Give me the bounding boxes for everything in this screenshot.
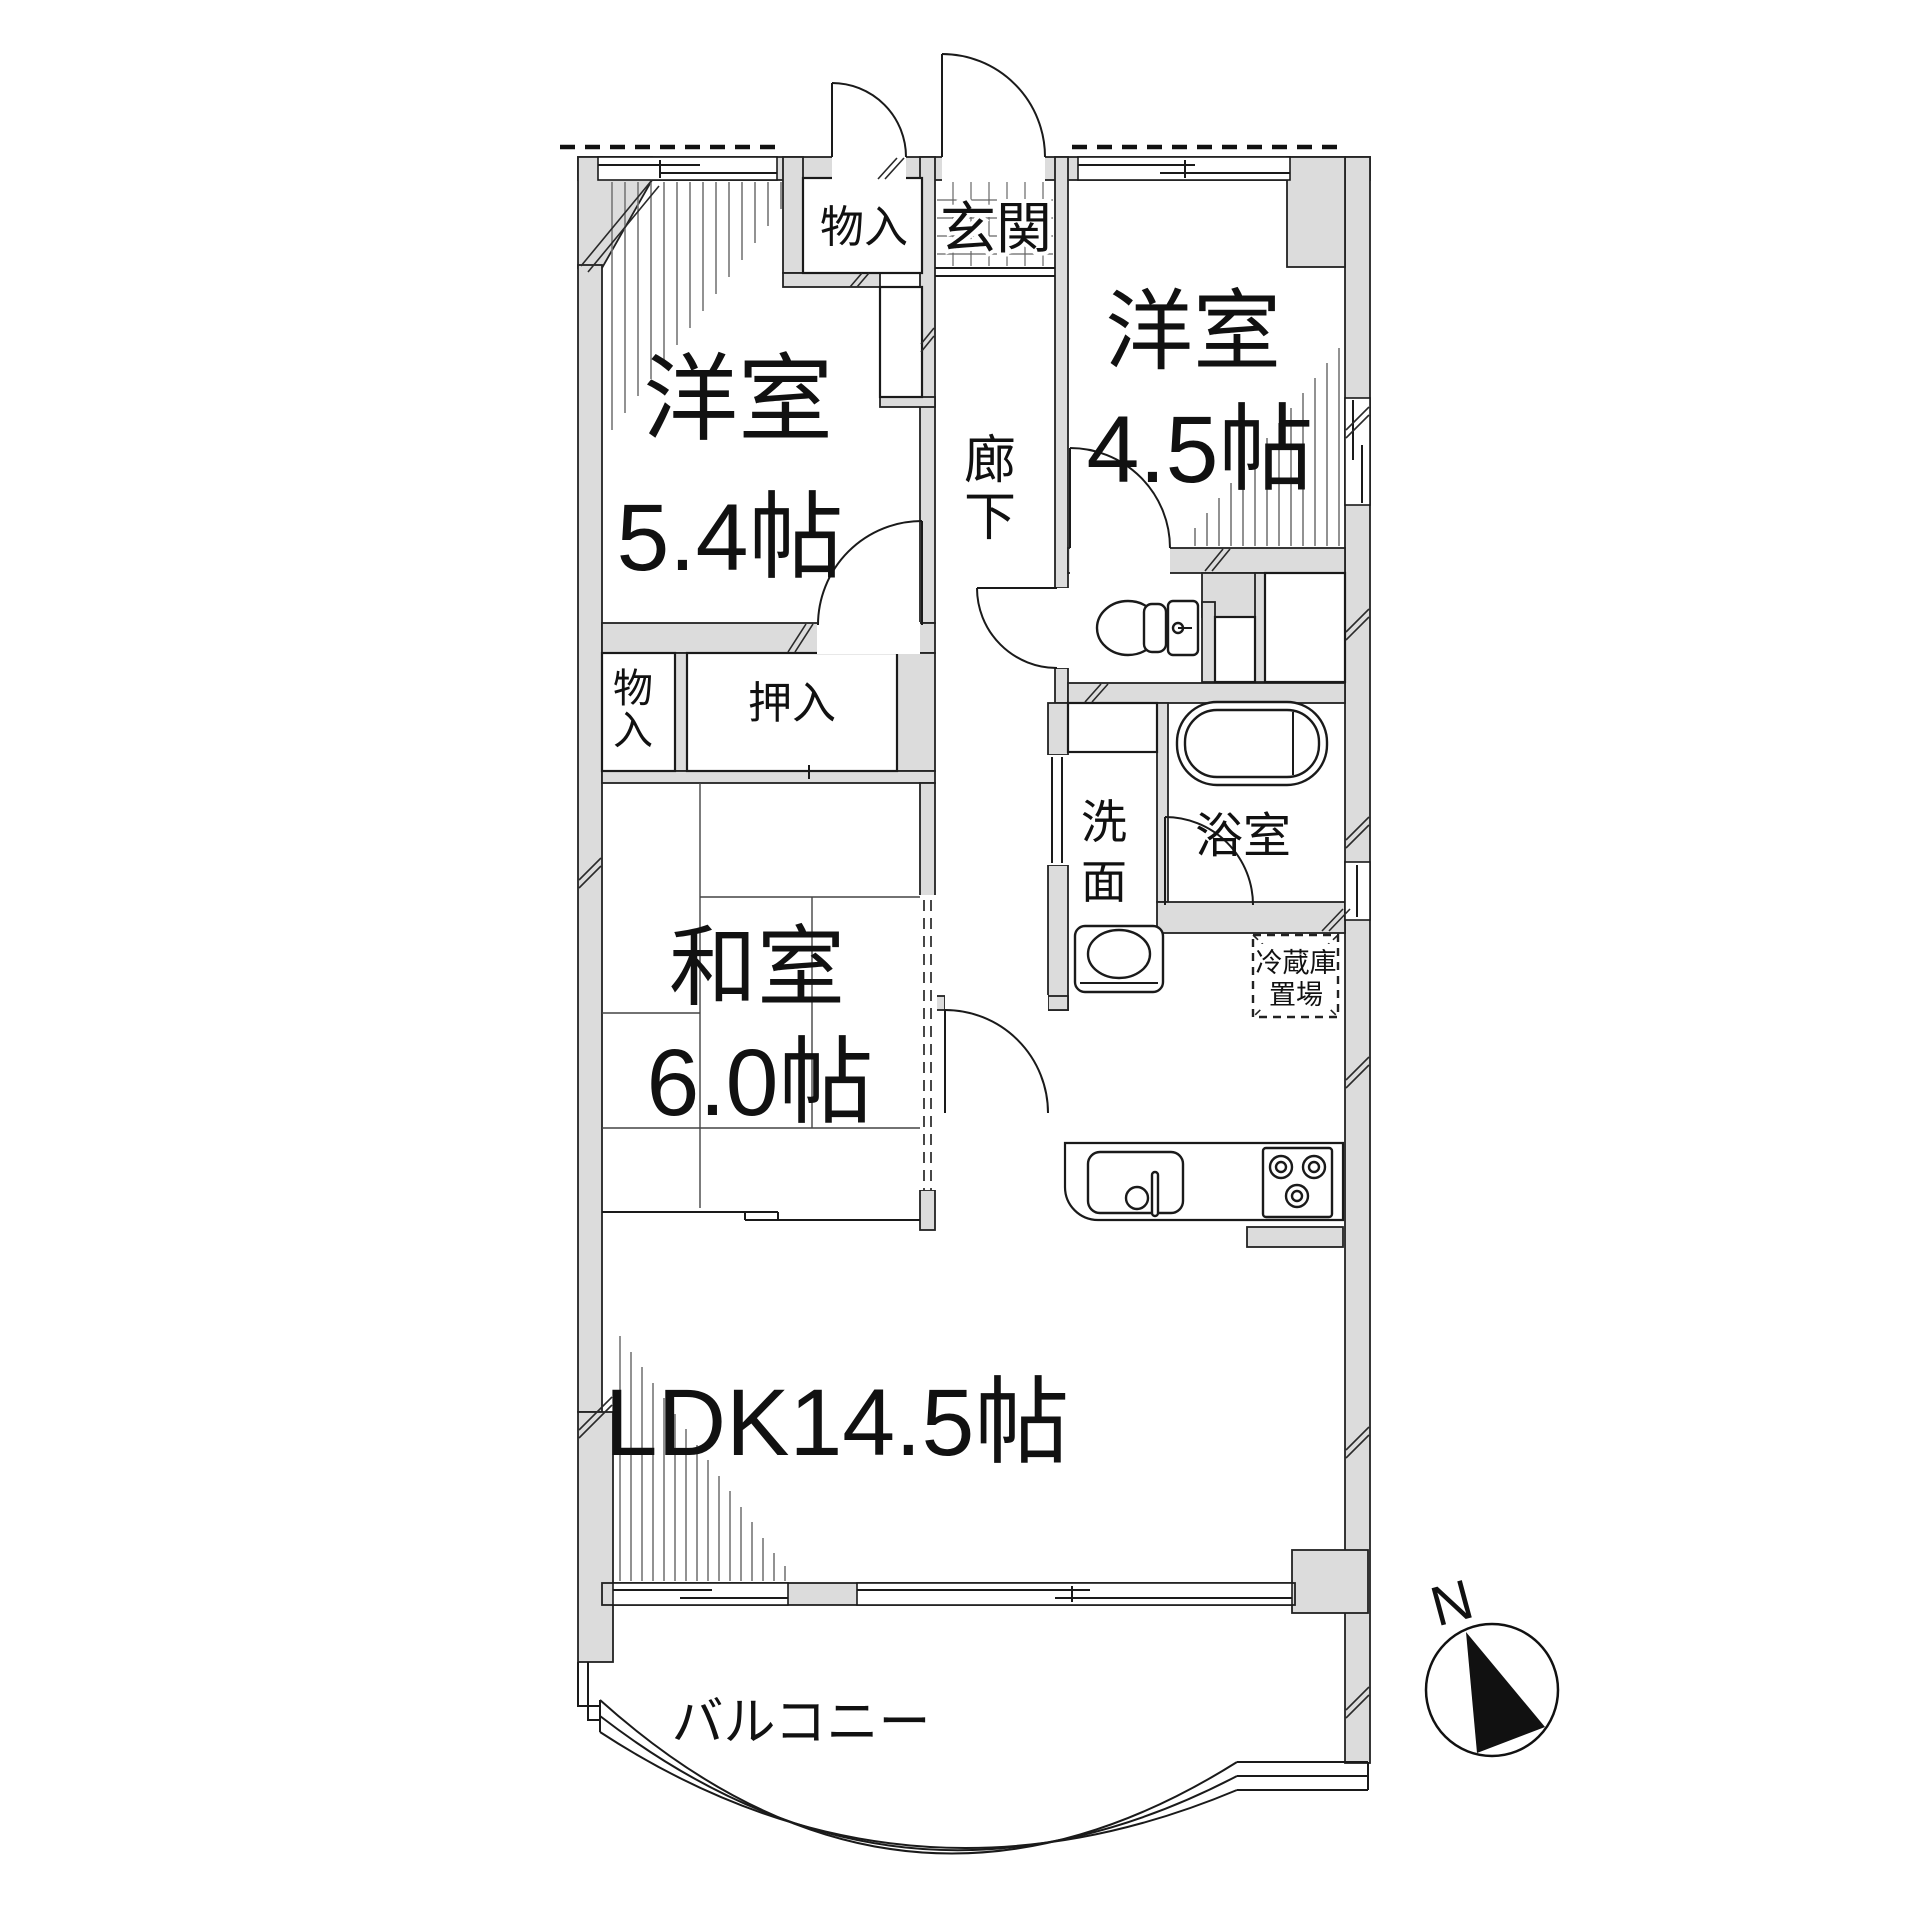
door-swings bbox=[817, 53, 1254, 1190]
fridge-label-line2: 置場 bbox=[1269, 980, 1323, 1010]
stove-icon bbox=[1261, 1146, 1334, 1219]
windows bbox=[597, 156, 1371, 1606]
compass-needle bbox=[1466, 1632, 1545, 1753]
niche-box bbox=[878, 285, 924, 399]
corridor-label-2: 下 bbox=[964, 489, 1016, 547]
fridge-label-line1: 冷蔵庫 bbox=[1256, 948, 1337, 978]
oshiire-box bbox=[685, 651, 899, 773]
room1-door bbox=[817, 520, 923, 626]
window-top-left bbox=[597, 156, 778, 181]
compass-icon: N bbox=[1424, 1567, 1560, 1758]
room3-size-label: 6.0帖 bbox=[646, 1030, 873, 1136]
comb-lines-ldk bbox=[619, 1336, 786, 1581]
entrance-door bbox=[941, 53, 1046, 158]
japanese-room-ldk-sliding-door bbox=[602, 1211, 920, 1221]
window-balcony-left bbox=[612, 1582, 789, 1606]
washroom-label-1: 洗 bbox=[1081, 796, 1127, 848]
entrance-tiles bbox=[937, 182, 1053, 266]
room2-name-label: 洋室 bbox=[1105, 282, 1281, 381]
room2-door bbox=[1069, 447, 1171, 549]
storage-top-box bbox=[801, 176, 924, 275]
toilet-door bbox=[976, 587, 1058, 669]
washroom-label-2: 面 bbox=[1081, 856, 1127, 908]
pipe-space-large bbox=[1263, 571, 1347, 684]
window-right-wall bbox=[1344, 397, 1371, 506]
bathtub-icon bbox=[1175, 700, 1329, 787]
refrigerator-space: 冷蔵庫 置場 bbox=[1251, 933, 1340, 1019]
room3-name-label: 和室 bbox=[669, 918, 845, 1017]
room1-size-label: 5.4帖 bbox=[616, 485, 843, 591]
washbasin-icon bbox=[1073, 924, 1165, 994]
storage-boxes bbox=[600, 176, 1347, 773]
storage-top-label: 物入 bbox=[820, 203, 908, 252]
room-labels: 洋室 5.4帖 洋室 4.5帖 和室 6.0帖 LDK14.5帖 玄関 物入 廊… bbox=[605, 193, 1314, 1752]
balcony-railing bbox=[577, 1662, 1369, 1855]
oshiire-label: 押入 bbox=[748, 679, 836, 728]
storage-side-label-2: 入 bbox=[613, 709, 653, 753]
room1-name-label: 洋室 bbox=[643, 347, 833, 453]
balcony-label: バルコニー bbox=[672, 1694, 931, 1752]
window-balcony-right bbox=[856, 1582, 1293, 1606]
comb-lines-room1 bbox=[611, 182, 782, 430]
comb-lines-room2 bbox=[1194, 348, 1340, 546]
toilet-icon bbox=[1095, 599, 1200, 657]
pipe-space-small bbox=[1213, 615, 1257, 684]
hatch-marks bbox=[578, 157, 1370, 1719]
storage-side-box bbox=[600, 651, 677, 773]
compass-n-label: N bbox=[1424, 1567, 1479, 1638]
tatami-lines bbox=[602, 783, 920, 1208]
storage-side-label-1: 物 bbox=[613, 667, 653, 711]
entrance-step bbox=[935, 267, 1055, 277]
washer-space bbox=[1066, 701, 1159, 754]
ldk-door bbox=[944, 1009, 1049, 1114]
ldk-label: LDK14.5帖 bbox=[605, 1370, 1070, 1476]
bath-door bbox=[1164, 816, 1254, 906]
room2-size-label: 4.5帖 bbox=[1086, 397, 1313, 503]
storage-top-door bbox=[831, 82, 907, 158]
kitchen-sink-icon bbox=[1086, 1150, 1185, 1218]
japanese-room-sliding-door bbox=[923, 900, 932, 1190]
washroom-sliding-door bbox=[1051, 757, 1063, 863]
entrance-label: 玄関 bbox=[940, 197, 1052, 260]
corridor-label-1: 廊 bbox=[964, 432, 1016, 490]
kitchen-counter bbox=[1063, 1141, 1345, 1222]
bath-label: 浴室 bbox=[1195, 810, 1291, 863]
